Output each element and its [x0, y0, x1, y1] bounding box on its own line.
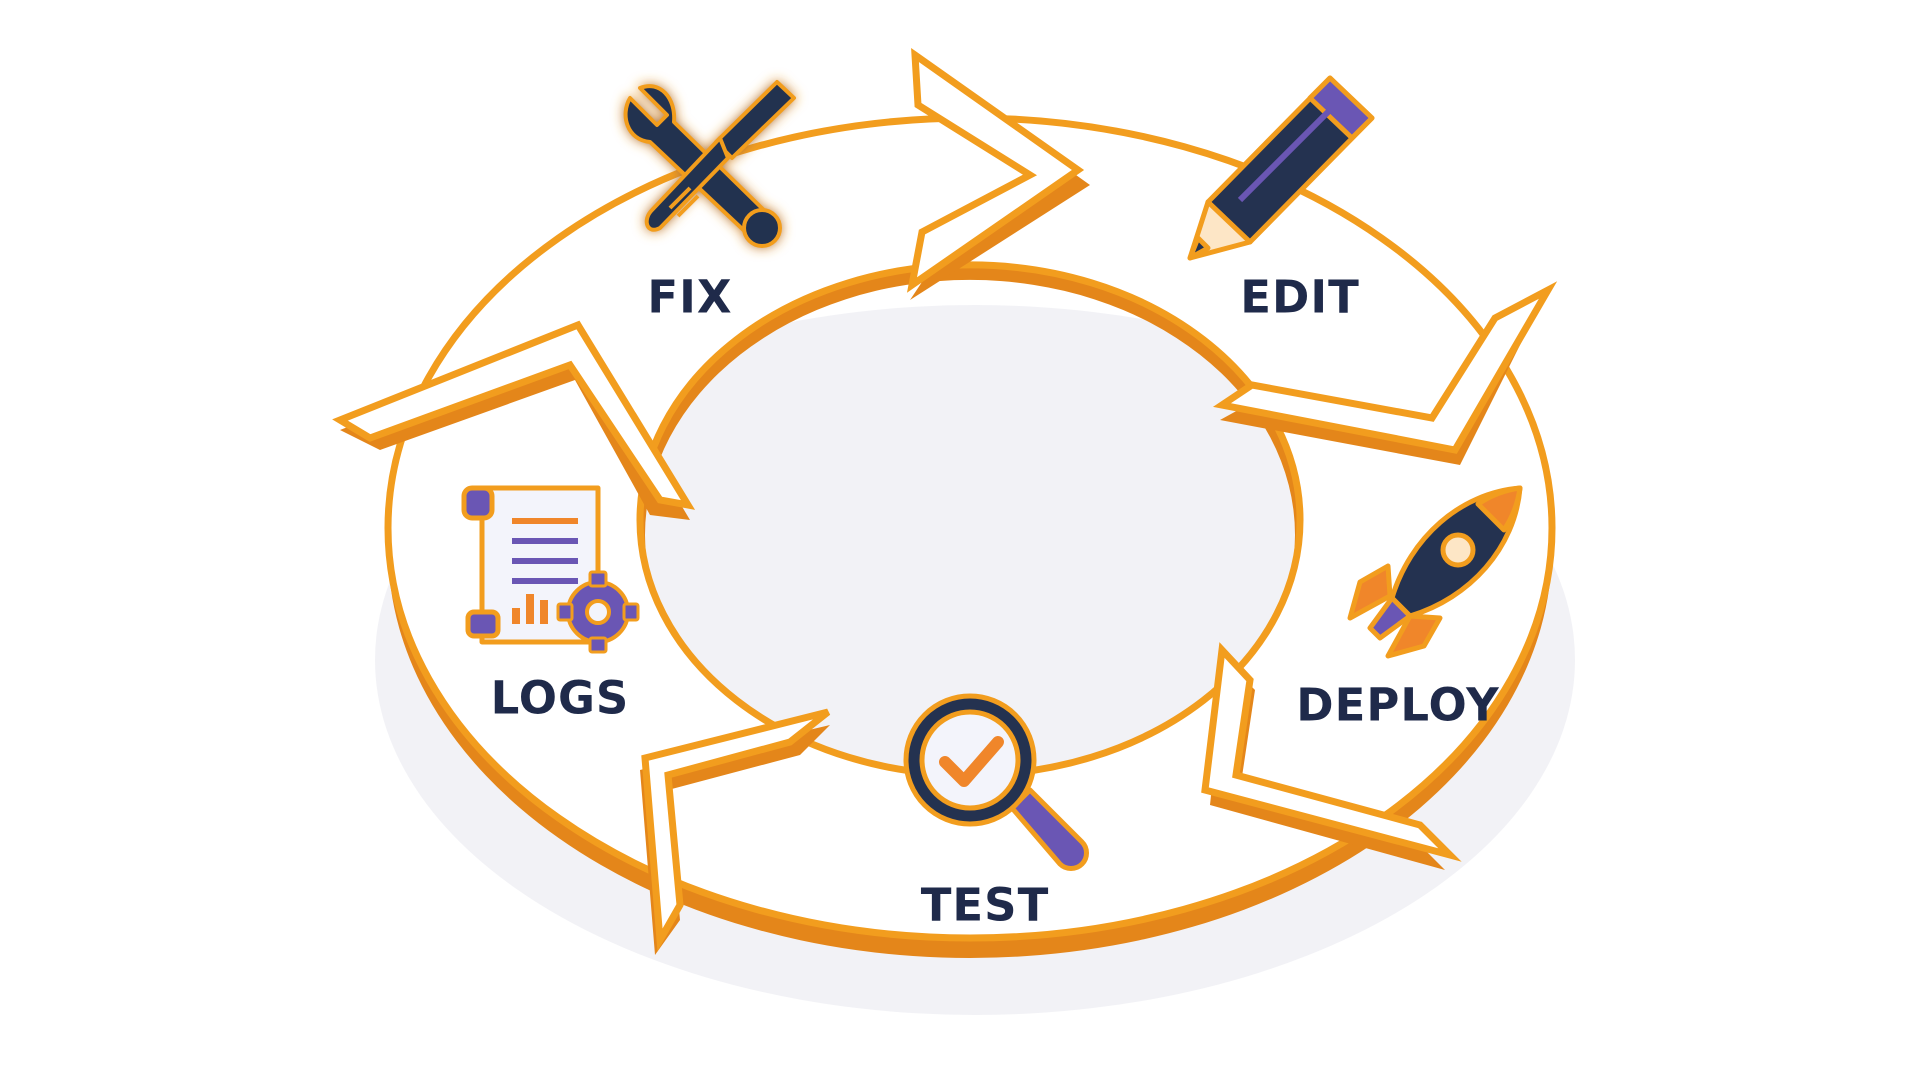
wrench-screwdriver-icon: [612, 70, 807, 255]
arrow-logs-to-fix: [332, 320, 696, 520]
log-document-gear-icon: [458, 482, 648, 662]
stage-label-deploy: DEPLOY: [1296, 678, 1500, 732]
stage-label-logs: LOGS: [490, 671, 630, 725]
pencil-icon: [1180, 70, 1380, 265]
arrow-edit-to-deploy: [1212, 281, 1558, 465]
magnifier-check-icon: [900, 690, 1090, 880]
stage-label-edit: EDIT: [1240, 270, 1360, 324]
stage-label-fix: FIX: [647, 270, 733, 324]
arrow-deploy-to-test: [1201, 642, 1462, 870]
arrow-fix-to-edit: [906, 47, 1090, 300]
stage-label-test: TEST: [920, 878, 1050, 932]
arrow-test-to-logs: [640, 708, 831, 955]
rocket-icon: [1340, 478, 1530, 668]
